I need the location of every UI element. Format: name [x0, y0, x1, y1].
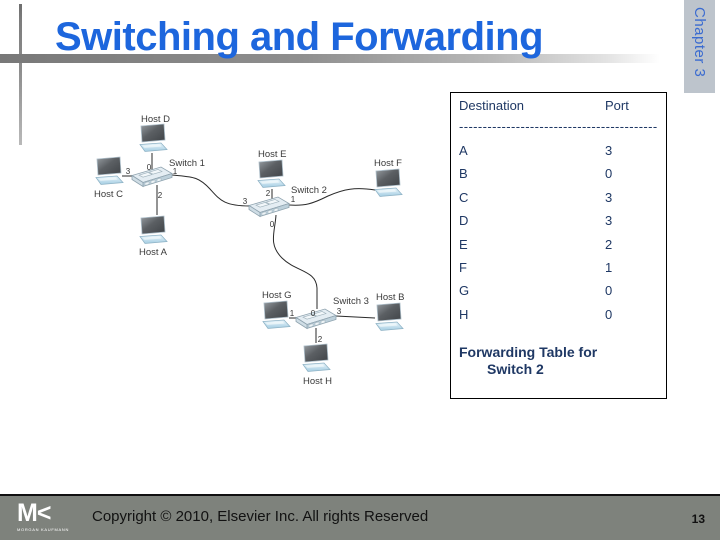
- footer-bar: M< MORGAN KAUFMANN Copyright © 2010, Els…: [0, 494, 720, 540]
- link-switch2-switch3: [272, 214, 318, 309]
- port-cell: 0: [605, 283, 613, 299]
- port-cell: 3: [605, 213, 613, 229]
- destination-cell: H: [459, 306, 469, 322]
- chapter-tab: Chapter 3: [684, 0, 715, 93]
- page-number: 13: [691, 512, 705, 526]
- forwarding-table-rows: A 3 B 0 C 3 D 3 E 2 F 1 G 0 H 0: [459, 139, 658, 326]
- forwarding-table: Destination Port -----------------------…: [450, 92, 667, 399]
- port-cell: 0: [605, 166, 613, 182]
- forwarding-table-header: Destination Port: [459, 98, 658, 114]
- vertical-accent-line: [19, 4, 22, 145]
- caption-line-1: Forwarding Table for: [459, 344, 598, 361]
- switch3-port-0: 0: [311, 309, 316, 318]
- host-b-label: Host B: [376, 292, 405, 303]
- destination-cell: A: [459, 143, 468, 158]
- switch-3-label: Switch 3: [333, 296, 369, 307]
- switch1-port-2: 2: [158, 191, 163, 200]
- host-f-label: Host F: [374, 158, 402, 169]
- host-e-icon: [257, 159, 286, 188]
- host-g-icon: [262, 300, 291, 329]
- port-cell: 3: [605, 143, 613, 158]
- network-diagram: Host D Host C Host A Host E Host F Host …: [94, 114, 405, 387]
- destination-cell: E: [459, 236, 468, 252]
- switch1-port-1: 1: [173, 167, 178, 176]
- host-c-icon: [95, 156, 124, 185]
- port-cell: 2: [605, 236, 613, 252]
- table-row: G 0: [459, 279, 658, 302]
- destination-cell: C: [459, 189, 469, 205]
- destination-cell: F: [459, 260, 467, 276]
- host-e-label: Host E: [258, 149, 287, 160]
- link-switch1-switch2: [171, 174, 251, 207]
- column-destination: Destination: [459, 98, 525, 113]
- port-cell: 3: [605, 189, 613, 205]
- switch3-port-2: 2: [318, 335, 323, 344]
- table-divider: ----------------------------------------…: [459, 119, 658, 134]
- switch2-port-1: 1: [291, 195, 296, 204]
- switch1-port-3: 3: [126, 167, 131, 176]
- switch-2-label: Switch 2: [291, 185, 327, 196]
- host-d-label: Host D: [141, 114, 170, 125]
- switch-3-icon: [295, 308, 337, 329]
- switch2-port-0: 0: [270, 220, 275, 229]
- host-h-icon: [302, 343, 331, 372]
- column-port: Port: [605, 98, 629, 113]
- destination-cell: B: [459, 166, 468, 182]
- host-b-icon: [375, 302, 404, 331]
- switch-1-label: Switch 1: [169, 158, 205, 169]
- morgan-kaufmann-logo: M< MORGAN KAUFMANN: [17, 499, 70, 533]
- port-cell: 0: [605, 306, 613, 322]
- copyright-text: Copyright © 2010, Elsevier Inc. All righ…: [92, 508, 429, 525]
- switch-2-icon: [248, 196, 290, 217]
- host-h-label: Host H: [303, 376, 332, 387]
- mk-logo-caption: MORGAN KAUFMANN: [17, 527, 70, 532]
- page-title: Switching and Forwarding: [55, 15, 544, 59]
- switch1-port-0: 0: [147, 163, 152, 172]
- caption-line-2: Switch 2: [487, 361, 544, 378]
- switch3-port-3: 3: [337, 307, 342, 316]
- table-row: H 0: [459, 303, 658, 326]
- switch3-port-1: 1: [290, 309, 295, 318]
- host-c-label: Host C: [94, 189, 123, 200]
- link-switch2-hostf: [288, 188, 376, 206]
- port-cell: 1: [605, 260, 613, 276]
- destination-cell: G: [459, 283, 470, 299]
- host-a-icon: [139, 215, 168, 244]
- host-d-icon: [139, 123, 168, 152]
- link-switch3-hostb: [335, 315, 376, 319]
- chapter-tab-label: Chapter 3: [691, 7, 708, 78]
- table-caption: Forwarding Table for Switch 2: [459, 344, 658, 378]
- table-row: F 1: [459, 256, 658, 279]
- table-row: B 0: [459, 162, 658, 185]
- switch2-port-3: 3: [243, 197, 248, 206]
- table-row: E 2: [459, 233, 658, 256]
- switch-1-icon: [131, 166, 173, 187]
- destination-cell: D: [459, 213, 469, 229]
- table-row: C 3: [459, 186, 658, 209]
- mk-logo-mark: M<: [17, 499, 51, 527]
- host-g-label: Host G: [262, 290, 292, 301]
- host-a-label: Host A: [139, 247, 168, 258]
- host-f-icon: [374, 168, 403, 197]
- table-row: A 3: [459, 139, 658, 162]
- table-row: D 3: [459, 209, 658, 232]
- title-underline-bar: [0, 54, 660, 63]
- switch2-port-2: 2: [266, 189, 271, 198]
